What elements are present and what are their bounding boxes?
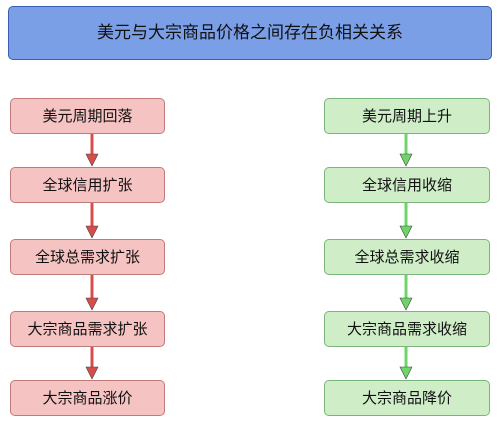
right-arrow-3 (399, 275, 413, 311)
left-arrow-1 (85, 134, 99, 167)
left-node-4: 大宗商品需求扩张 (10, 311, 165, 347)
left-arrow-2 (85, 203, 99, 239)
right-node-5: 大宗商品降价 (324, 380, 490, 416)
left-node-1: 美元周期回落 (10, 98, 165, 134)
right-node-1: 美元周期上升 (324, 98, 490, 134)
right-node-4: 大宗商品需求收缩 (324, 311, 490, 347)
right-arrow-2 (399, 203, 413, 239)
diagram-title: 美元与大宗商品价格之间存在负相关关系 (8, 6, 492, 60)
right-arrow-4 (399, 347, 413, 380)
left-arrow-3 (85, 275, 99, 311)
right-node-2: 全球信用收缩 (324, 167, 490, 203)
left-node-3: 全球总需求扩张 (10, 239, 165, 275)
left-node-2: 全球信用扩张 (10, 167, 165, 203)
left-arrow-4 (85, 347, 99, 380)
left-node-5: 大宗商品涨价 (10, 380, 165, 416)
right-arrow-1 (399, 134, 413, 167)
right-node-3: 全球总需求收缩 (324, 239, 490, 275)
